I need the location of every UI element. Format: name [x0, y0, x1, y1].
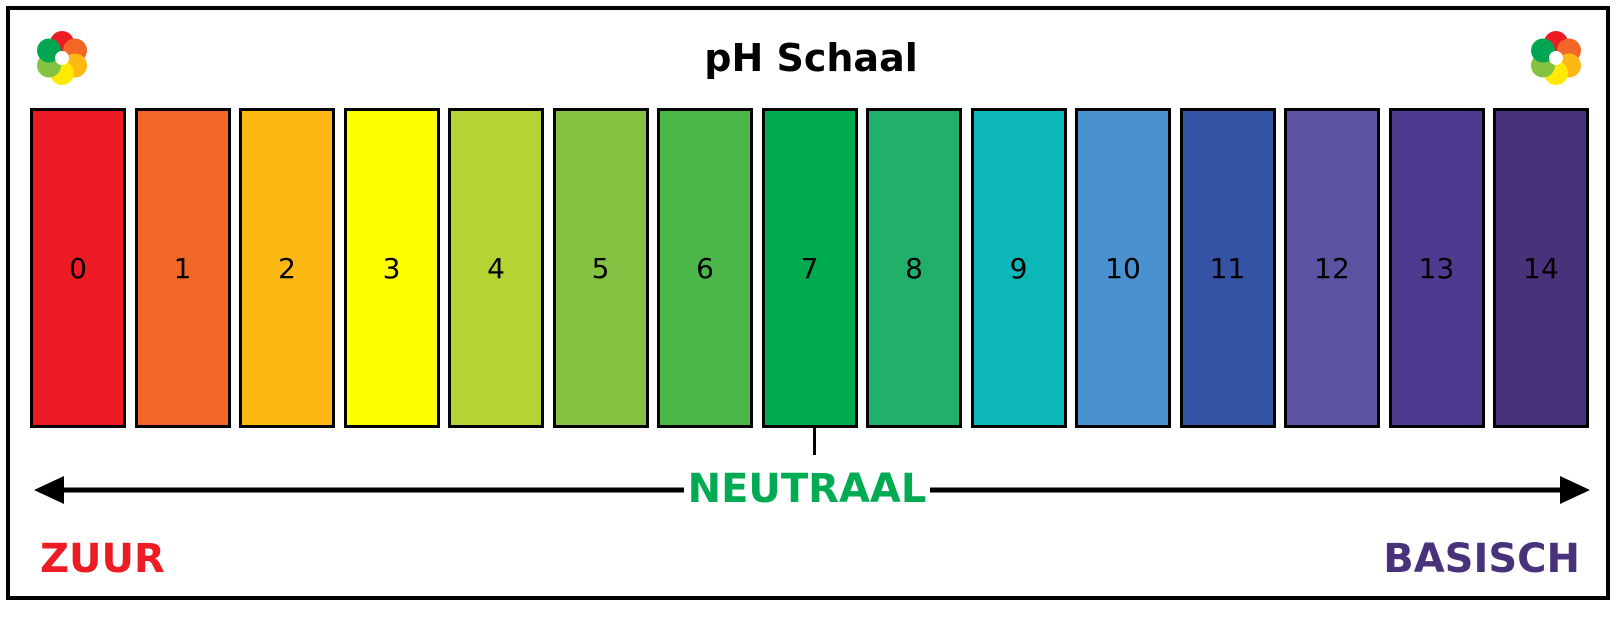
ph-box-1: 1 [134, 108, 231, 428]
ph-value: 8 [905, 251, 923, 285]
base-label: BASISCH [1383, 536, 1580, 582]
ph-box-11: 11 [1179, 108, 1276, 428]
logo-right-icon [1531, 31, 1581, 85]
ph-value: 1 [173, 251, 192, 285]
ph-value: 14 [1523, 251, 1559, 285]
ph-box-13: 13 [1388, 108, 1485, 428]
logo-left-icon [37, 31, 87, 85]
ph-value: 10 [1105, 251, 1141, 285]
ph-box-10: 10 [1075, 108, 1171, 428]
ph-value: 2 [278, 251, 296, 285]
ph-value: 3 [382, 251, 401, 285]
ph-value: 0 [69, 251, 87, 285]
ph-value: 4 [487, 251, 505, 285]
ph-box-3: 3 [343, 108, 440, 428]
arrow-right-head-icon [1560, 476, 1590, 504]
acid-label: ZUUR [40, 536, 165, 582]
ph-value: 12 [1314, 251, 1350, 285]
ph-box-8: 8 [866, 108, 962, 428]
ph-value: 13 [1418, 251, 1455, 285]
ph-value: 6 [696, 251, 714, 285]
ph-box-4: 4 [448, 108, 544, 428]
ph-box-9: 9 [970, 108, 1067, 428]
ph-value: 9 [1009, 251, 1028, 285]
ph-box-14: 14 [1493, 108, 1589, 428]
arrow-left-head-icon [34, 476, 64, 504]
page-title: pH Schaal [704, 36, 918, 80]
neutral-label: NEUTRAAL [684, 466, 930, 512]
ph-box-2: 2 [239, 108, 335, 428]
ph-box-0: 0 [30, 108, 126, 428]
ph-value: 5 [591, 251, 610, 285]
neutral-tick [813, 428, 816, 455]
ph-box-6: 6 [657, 108, 753, 428]
ph-box-5: 5 [552, 108, 649, 428]
ph-value: 11 [1209, 251, 1246, 285]
ph-value: 7 [800, 251, 819, 285]
ph-box-12: 12 [1284, 108, 1380, 428]
ph-box-7: 7 [761, 108, 858, 428]
